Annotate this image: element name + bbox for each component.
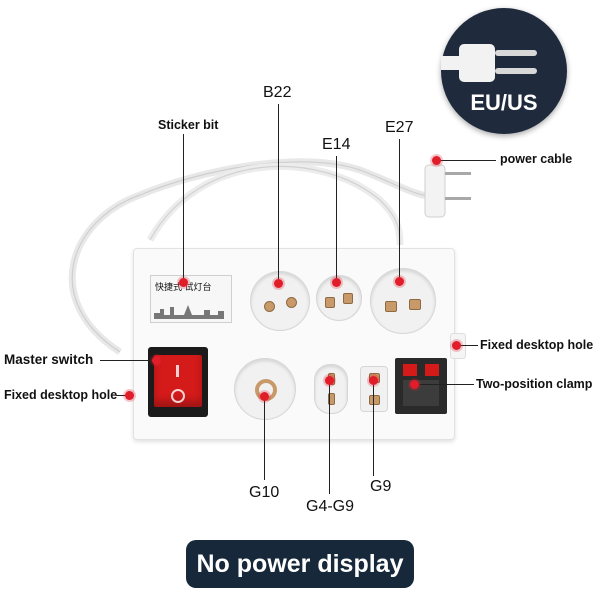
leader-e27 xyxy=(399,139,400,281)
marker-power-cable xyxy=(432,156,441,165)
switch-rocker xyxy=(154,355,202,407)
label-fixed-hole-right: Fixed desktop hole xyxy=(480,338,594,352)
marker-e27 xyxy=(395,277,404,286)
leader-fixed-hole-right xyxy=(456,345,478,346)
sticker: 快捷式 试灯台 xyxy=(150,275,232,323)
label-fixed-hole-left: Fixed desktop hole xyxy=(4,388,118,402)
marker-clamp xyxy=(410,380,419,389)
label-two-position-clamp: Two-position clamp xyxy=(476,377,593,391)
marker-g4-g9 xyxy=(325,376,334,385)
leader-e14 xyxy=(336,156,337,282)
g4-g9-socket xyxy=(314,364,348,414)
g9-socket xyxy=(360,366,388,412)
leader-g9 xyxy=(373,380,374,476)
label-power-cable: power cable xyxy=(500,152,573,166)
marker-g10 xyxy=(260,392,269,401)
leader-b22 xyxy=(278,104,279,284)
leader-master-switch xyxy=(100,360,156,361)
no-power-display-banner: No power display xyxy=(186,540,414,588)
label-e27: E27 xyxy=(385,119,414,136)
label-g9: G9 xyxy=(370,478,392,495)
plug-icon xyxy=(441,44,537,82)
label-b22: B22 xyxy=(263,84,292,101)
city-skyline-icon xyxy=(154,305,224,319)
leader-fixed-hole-left xyxy=(116,395,130,396)
label-e14: E14 xyxy=(322,136,351,153)
eu-us-badge: EU/US xyxy=(441,8,567,134)
leader-g4-g9 xyxy=(329,380,330,494)
label-g10: G10 xyxy=(249,484,280,501)
marker-b22 xyxy=(274,279,283,288)
label-g4-g9: G4-G9 xyxy=(306,498,355,515)
two-position-clamp[interactable] xyxy=(395,358,447,414)
leader-clamp xyxy=(414,384,474,385)
label-master-switch: Master switch xyxy=(4,352,94,367)
label-sticker-bit: Sticker bit xyxy=(158,118,219,132)
eu-us-text: EU/US xyxy=(470,90,538,115)
marker-sticker xyxy=(179,278,188,287)
marker-e14 xyxy=(332,278,341,287)
sticker-title: 快捷式 试灯台 xyxy=(155,282,212,292)
marker-fixed-hole-left xyxy=(125,391,134,400)
g10-socket xyxy=(234,358,296,420)
marker-fixed-hole-right xyxy=(452,341,461,350)
leader-sticker xyxy=(183,134,184,282)
marker-g9 xyxy=(369,376,378,385)
marker-master-switch xyxy=(152,356,161,365)
master-switch[interactable] xyxy=(148,347,208,417)
leader-power-cable xyxy=(436,160,496,161)
e27-socket xyxy=(370,268,436,334)
leader-g10 xyxy=(264,396,265,480)
